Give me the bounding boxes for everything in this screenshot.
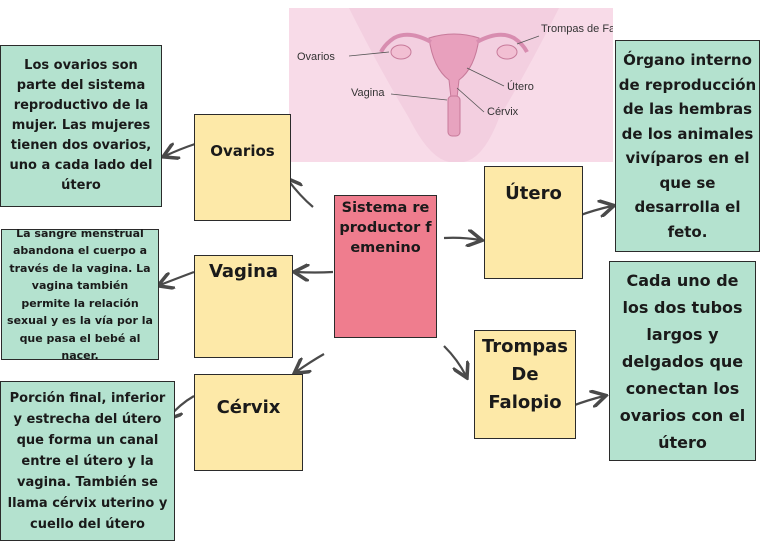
node-cervix-label: Cérvix — [216, 397, 281, 418]
desc-cervix: Porción final, inferior y estrecha del ú… — [0, 381, 175, 541]
node-vagina-label: Vagina — [208, 261, 279, 282]
arrow-center-to-vagina — [296, 272, 334, 273]
center-node-label: Sistema reproductor femenino — [339, 200, 432, 256]
arrow-ovarios-to-desc — [165, 144, 196, 156]
illus-label-vagina: Vagina — [351, 87, 385, 99]
node-utero-label: Útero — [505, 183, 562, 204]
desc-vagina-text: La sangre menstrual abandona el cuerpo a… — [7, 226, 153, 363]
illus-label-ovarios: Ovarios — [297, 51, 335, 63]
arrow-center-to-ovarios — [288, 180, 314, 208]
node-cervix: Cérvix — [194, 374, 303, 471]
arrow-center-to-cervix — [296, 353, 325, 372]
desc-trompas-text: Cada uno de los dos tubos largos y delga… — [619, 270, 746, 452]
arrow-center-to-utero — [443, 238, 480, 240]
female-anatomy-illustration: Ovarios Trompas de Falopio Útero Vagina … — [289, 8, 613, 162]
node-ovarios: Ovarios — [194, 114, 291, 221]
arrow-utero-to-desc — [577, 206, 612, 216]
node-ovarios-label: Ovarios — [210, 142, 275, 160]
arrow-vagina-to-desc — [160, 270, 195, 285]
node-vagina: Vagina — [194, 255, 293, 358]
desc-vagina: La sangre menstrual abandona el cuerpo a… — [1, 227, 159, 362]
node-trompas-label: Trompas De Falopio — [481, 336, 569, 413]
illus-label-cervix: Cérvix — [487, 106, 519, 118]
desc-cervix-text: Porción final, inferior y estrecha del ú… — [7, 390, 168, 532]
node-trompas: Trompas De Falopio — [474, 330, 576, 439]
node-utero: Útero — [484, 166, 583, 279]
illus-label-utero: Útero — [507, 80, 534, 93]
arrow-trompas-to-desc — [571, 396, 604, 406]
desc-ovarios-text: Los ovarios son parte del sistema reprod… — [9, 58, 153, 193]
desc-trompas: Cada uno de los dos tubos largos y delga… — [609, 261, 756, 461]
desc-utero: Órgano interno de reproducción de las he… — [615, 40, 760, 252]
desc-ovarios: Los ovarios son parte del sistema reprod… — [0, 45, 162, 207]
arrow-center-to-trompas — [443, 345, 466, 376]
desc-utero-text: Órgano interno de reproducción de las he… — [618, 51, 757, 241]
center-node-sistema-reproductor: Sistema reproductor femenino — [334, 195, 437, 338]
illus-label-trompas: Trompas de Falopio — [541, 23, 613, 35]
